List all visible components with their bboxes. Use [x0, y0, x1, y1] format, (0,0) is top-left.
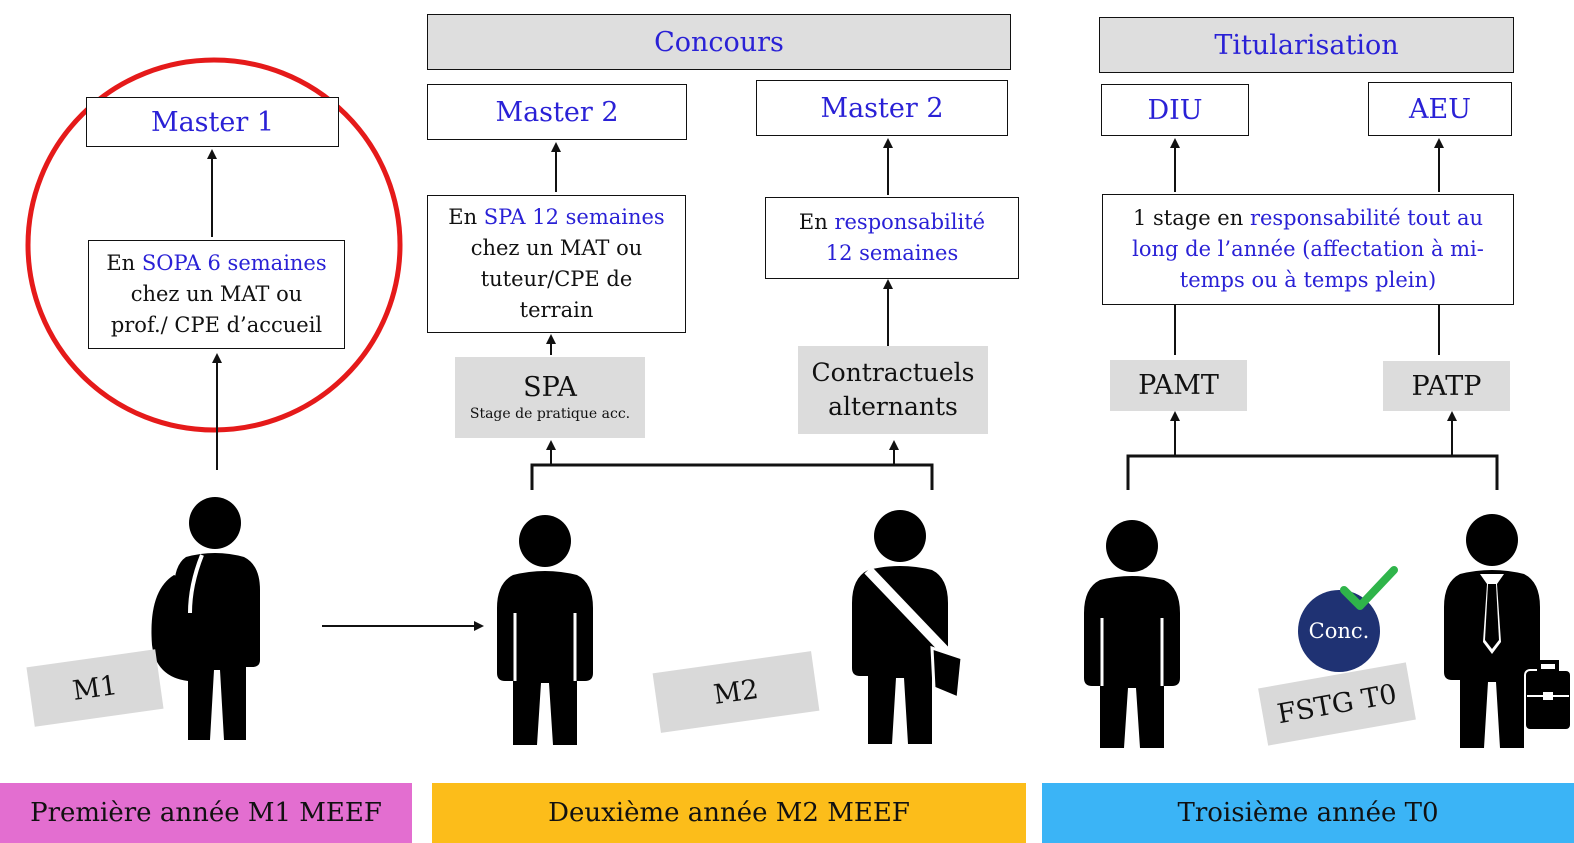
t0-stage-line-3: temps ou à temps plein) [1179, 268, 1437, 292]
person-spa-icon [497, 515, 593, 745]
master-1-box: Master 1 [86, 97, 339, 147]
person-tie-briefcase-icon [1444, 514, 1572, 748]
m1-tag-label: M1 [70, 669, 120, 707]
bracket-t0 [1126, 454, 1499, 490]
master-2-left-box: Master 2 [427, 84, 687, 140]
spa-sub-label: Stage de pratique acc. [469, 405, 631, 422]
contractuels-line-2: alternants [828, 392, 958, 421]
titularisation-header: Titularisation [1099, 17, 1514, 73]
spa-tag: SPA Stage de pratique acc. [455, 357, 645, 438]
fstg-t0-tag-label: FSTG T0 [1274, 678, 1400, 730]
contractuels-tag: Contractuels alternants [798, 346, 988, 434]
spa-stage-line-3: tuteur/CPE de [480, 267, 633, 291]
master-2-right-box: Master 2 [756, 80, 1008, 136]
master-2-left-label: Master 2 [495, 96, 619, 128]
resp-stage-line-2: 12 semaines [825, 241, 959, 265]
highlight-circle [25, 57, 403, 433]
m2-tag-label: M2 [711, 673, 761, 711]
contractuels-line-1: Contractuels [811, 358, 975, 387]
master-1-label: Master 1 [150, 106, 275, 138]
spa-stage-box: En SPA 12 semaines chez un MAT ou tuteur… [427, 195, 686, 333]
titularisation-label: Titularisation [1214, 29, 1399, 61]
band-m1: Première année M1 MEEF [0, 783, 412, 843]
sopa-stage-box: En SOPA 6 semaines chez un MAT ou prof./… [88, 240, 345, 349]
patp-label: PATP [1411, 370, 1482, 402]
t0-stage-line-2: long de l’année (affectation à mi- [1132, 237, 1484, 261]
sopa-stage-line-2: chez un MAT ou [130, 282, 303, 306]
diu-label: DIU [1147, 94, 1203, 126]
sopa-stage-line-3: prof./ CPE d’accueil [110, 313, 323, 337]
band-m2-label: Deuxième année M2 MEEF [548, 798, 910, 828]
student-backpack-icon [151, 497, 260, 740]
person-pamt-icon [1084, 520, 1180, 748]
patp-tag: PATP [1383, 361, 1510, 411]
band-m2: Deuxième année M2 MEEF [432, 783, 1026, 843]
spa-stage-line-2: chez un MAT ou [470, 236, 643, 260]
master-2-right-label: Master 2 [820, 92, 944, 124]
pamt-label: PAMT [1138, 370, 1219, 401]
sopa-stage-line-1: En SOPA 6 semaines [106, 251, 327, 275]
bracket-m2 [530, 463, 934, 490]
band-t0: Troisième année T0 [1042, 783, 1574, 843]
band-t0-label: Troisième année T0 [1177, 798, 1439, 828]
diu-box: DIU [1101, 84, 1249, 136]
band-m1-label: Première année M1 MEEF [30, 798, 382, 828]
resp-stage-line-1: En responsabilité [798, 210, 986, 234]
pamt-tag: PAMT [1110, 360, 1247, 411]
person-alternant-bag-icon [852, 510, 964, 744]
spa-stage-line-1: En SPA 12 semaines [448, 205, 665, 229]
concours-badge-label: Conc. [1308, 619, 1370, 643]
concours-header: Concours [427, 14, 1011, 70]
spa-label: SPA [523, 371, 577, 403]
aeu-box: AEU [1368, 82, 1512, 136]
t0-stage-box: 1 stage en responsabilité tout au long d… [1102, 194, 1514, 305]
checkmark-icon [1340, 566, 1398, 610]
responsabilite-stage-box: En responsabilité 12 semaines [765, 197, 1019, 279]
spa-stage-line-4: terrain [519, 298, 594, 322]
concours-label: Concours [654, 26, 784, 58]
t0-stage-line-1: 1 stage en responsabilité tout au [1132, 206, 1483, 230]
aeu-label: AEU [1409, 93, 1471, 125]
